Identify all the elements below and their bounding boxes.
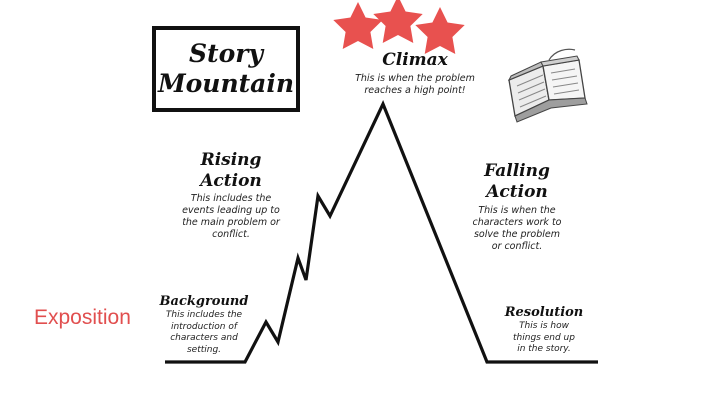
resolution-heading: Resolution <box>504 305 584 320</box>
falling-heading-line-2: Action <box>486 182 548 202</box>
mountain-line <box>165 100 598 364</box>
open-book-icon <box>507 48 588 123</box>
star-icon <box>333 2 383 49</box>
rising-desc-line-2: events leading up to <box>182 205 280 216</box>
background-desc-line-3: characters and <box>170 333 238 343</box>
rising-desc-line-1: This includes the <box>190 193 272 204</box>
resolution-desc-line-1: This is how <box>519 321 569 331</box>
background-description: This includes the introduction of charac… <box>152 310 256 356</box>
resolution-desc-line-3: in the story. <box>517 344 571 354</box>
rising-desc-line-3: the main problem or <box>182 217 280 228</box>
title-line-2: Mountain <box>157 69 295 98</box>
resolution-description: This is how things end up in the story. <box>494 321 594 356</box>
falling-action-heading: Falling Action <box>462 161 572 203</box>
falling-action-description: This is when the characters work to solv… <box>452 205 582 253</box>
background-heading: Background <box>159 294 249 309</box>
star-icon <box>415 7 465 54</box>
rising-action-description: This includes the events leading up to t… <box>166 193 296 241</box>
rising-action-heading: Rising Action <box>176 150 286 192</box>
rising-desc-line-4: conflict. <box>212 229 250 240</box>
climax-heading: Climax <box>382 50 448 70</box>
background-desc-line-2: introduction of <box>170 321 238 332</box>
title-line-1: Story <box>189 39 263 68</box>
star-icon <box>373 0 423 43</box>
exposition-label: Exposition <box>34 306 131 329</box>
rising-heading-line-1: Rising <box>200 150 262 170</box>
falling-desc-line-1: This is when the <box>478 205 556 216</box>
falling-desc-line-2: characters work to <box>472 217 562 228</box>
resolution-desc-line-2: things end up <box>513 332 575 343</box>
climax-desc-line-2: reaches a high point! <box>364 85 466 96</box>
climax-desc-line-1: This is when the problem <box>355 73 475 84</box>
background-desc-line-4: setting. <box>186 344 222 355</box>
climax-description: This is when the problem reaches a high … <box>322 73 508 97</box>
falling-heading-line-1: Falling <box>484 161 550 181</box>
rising-heading-line-2: Action <box>200 171 262 191</box>
falling-desc-line-4: or conflict. <box>491 241 543 252</box>
falling-desc-line-3: solve the problem <box>473 229 560 240</box>
title-box: Story Mountain <box>152 26 300 112</box>
background-desc-line-1: This includes the <box>165 310 243 320</box>
